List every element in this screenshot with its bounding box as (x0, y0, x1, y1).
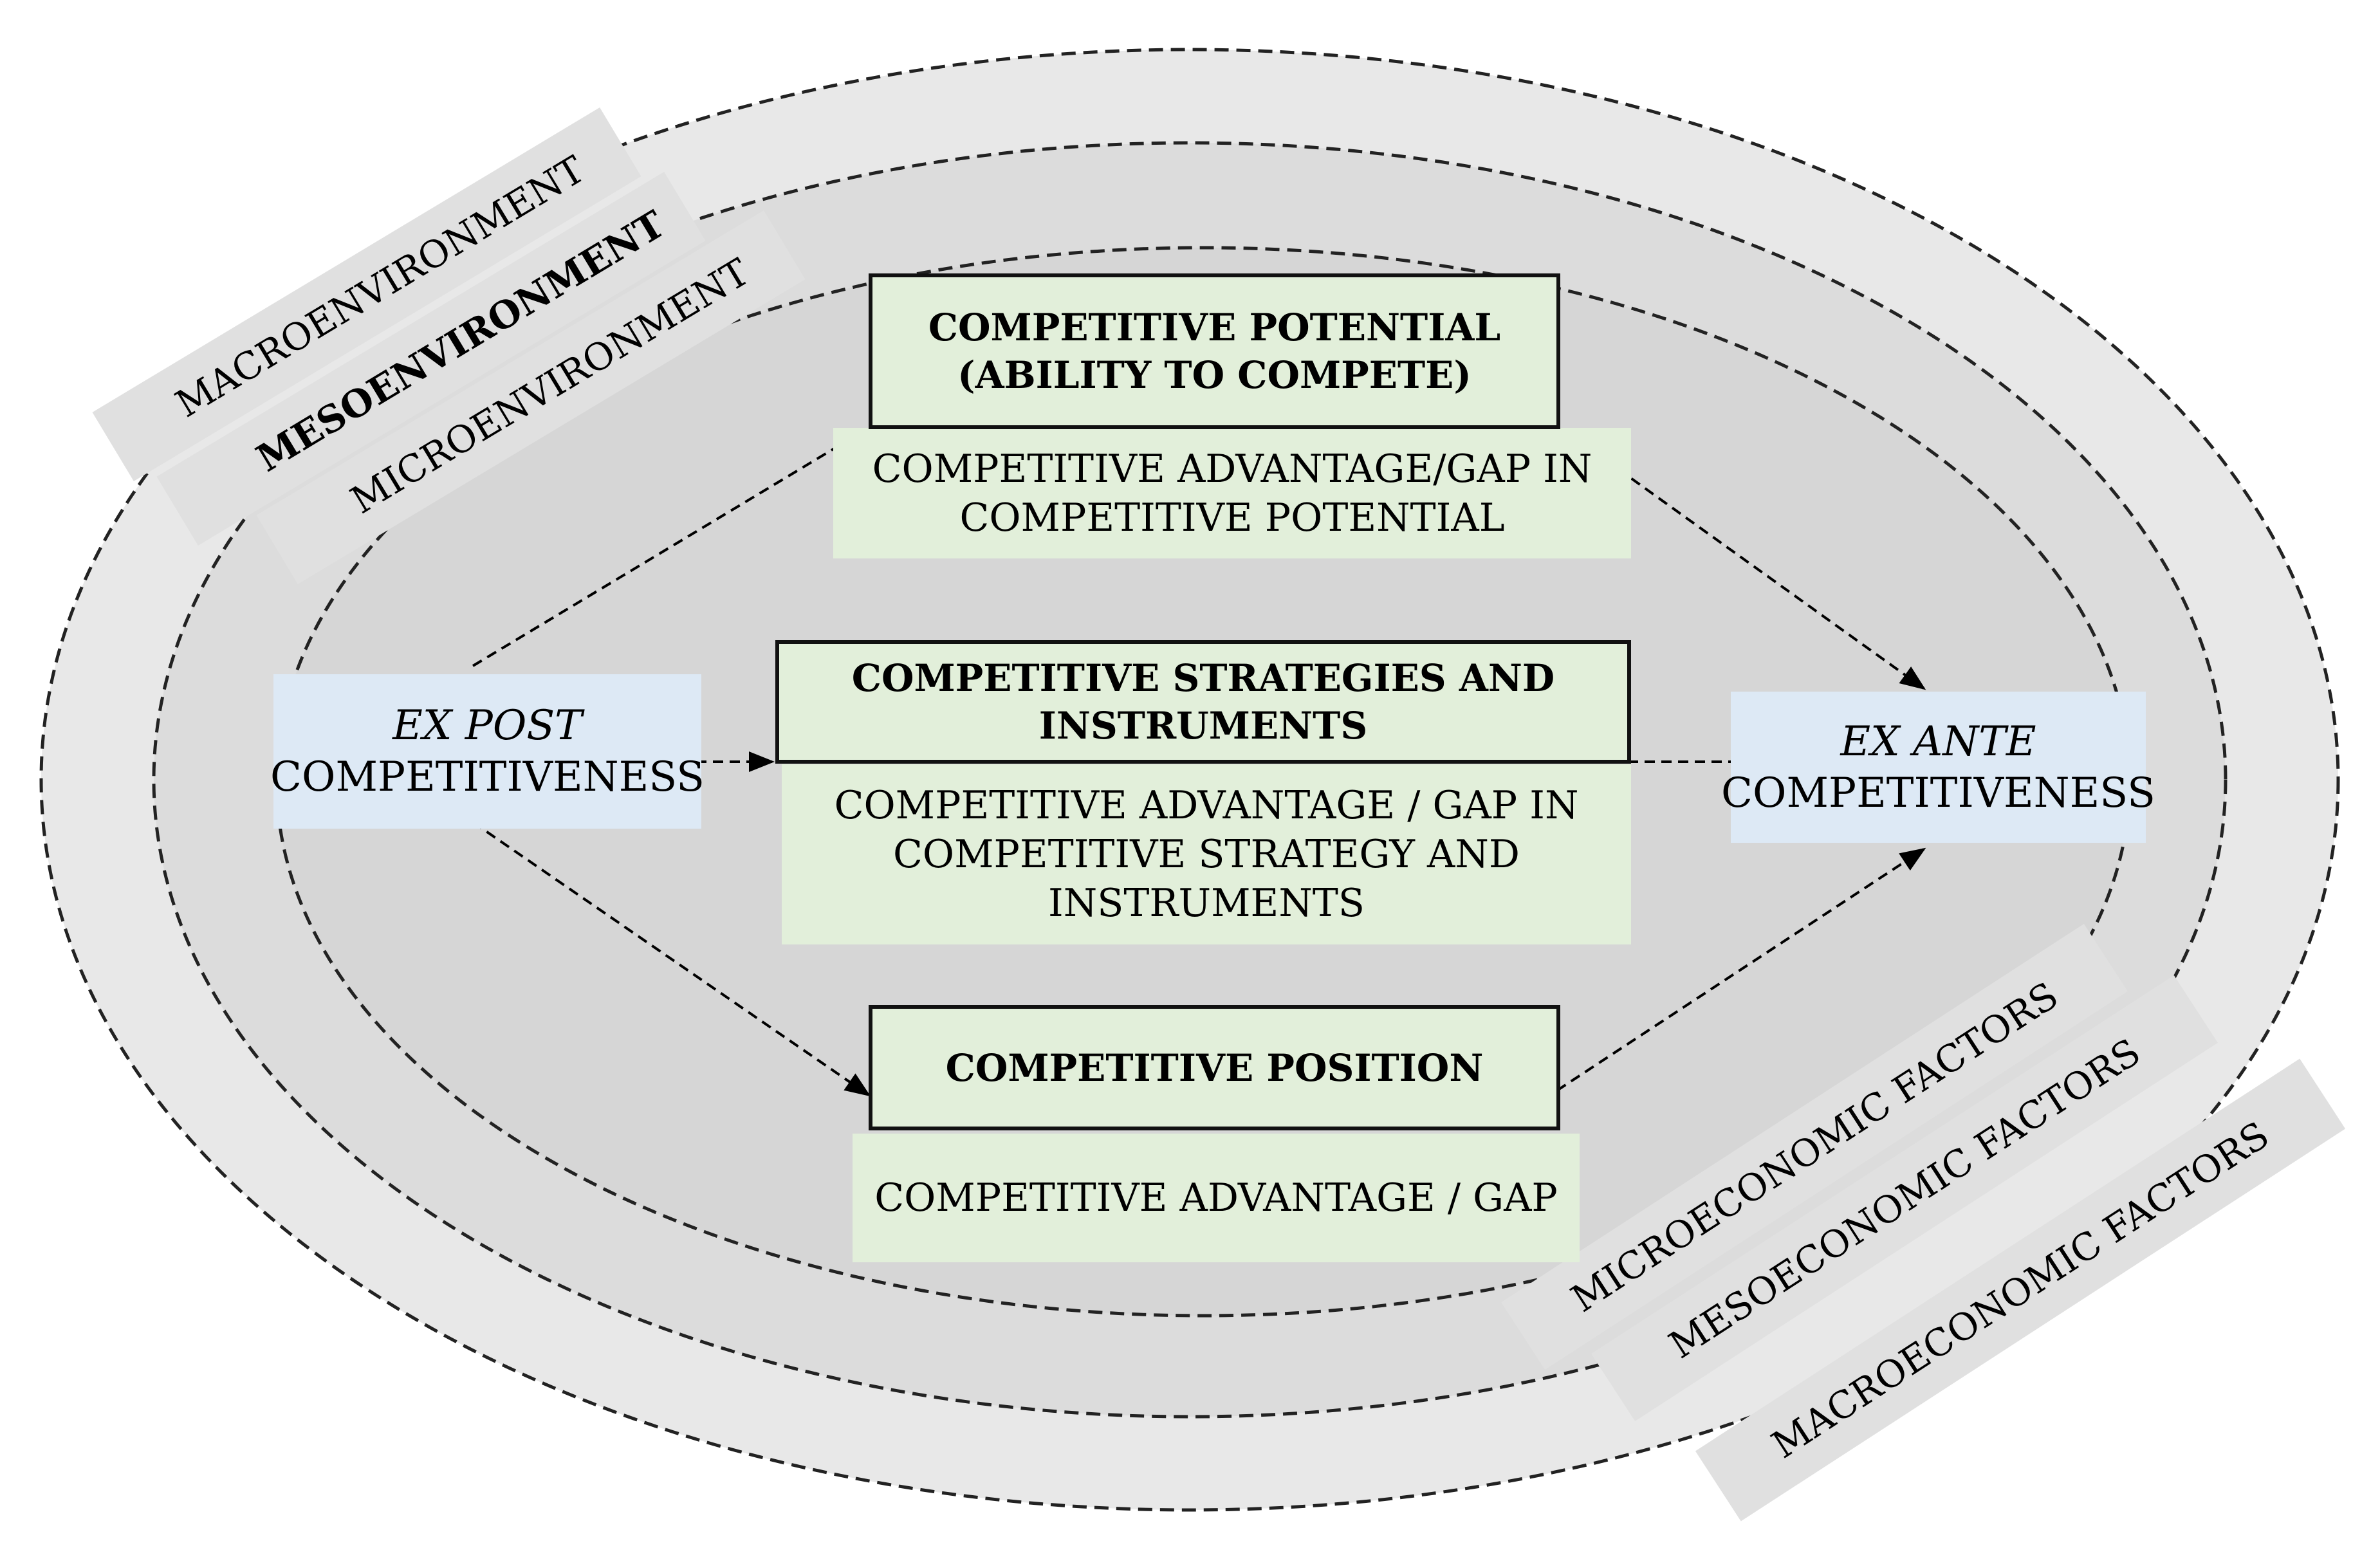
strategies-advantage-line3: INSTRUMENTS (1048, 881, 1365, 926)
ex-post-competitiveness-box: EX POST COMPETITIVENESS (270, 674, 705, 829)
competitive-strategies-title-line2: INSTRUMENTS (1038, 704, 1368, 748)
ex-ante-label: EX ANTE (1840, 717, 2036, 766)
ex-ante-competitiveness-label: COMPETITIVENESS (1721, 769, 2155, 817)
competitive-position-title: COMPETITIVE POSITION (945, 1045, 1484, 1090)
position-advantage-label: COMPETITIVE ADVANTAGE / GAP (874, 1175, 1558, 1220)
competitive-potential-box: COMPETITIVE POTENTIAL (ABILITY TO COMPET… (869, 273, 1560, 429)
ex-ante-competitiveness-box: EX ANTE COMPETITIVENESS (1721, 692, 2155, 843)
ex-post-label: EX POST (392, 702, 582, 750)
arrow-position-to-exante (1556, 847, 1926, 1092)
arrow-expost-to-potential (472, 428, 868, 667)
strategies-advantage-line1: COMPETITIVE ADVANTAGE / GAP IN (834, 783, 1579, 828)
competitive-strategies-box: COMPETITIVE STRATEGIES AND INSTRUMENTS (775, 640, 1631, 764)
competitive-potential-title-line1: COMPETITIVE POTENTIAL (928, 306, 1501, 349)
potential-advantage-box: COMPETITIVE ADVANTAGE/GAP IN COMPETITIVE… (833, 428, 1631, 558)
ex-post-competitiveness-label: COMPETITIVENESS (270, 753, 705, 801)
position-advantage-box: COMPETITIVE ADVANTAGE / GAP (853, 1134, 1580, 1262)
potential-advantage-line2: COMPETITIVE POTENTIAL (959, 495, 1505, 540)
competitive-position-box: COMPETITIVE POSITION (869, 1005, 1560, 1130)
strategies-advantage-box: COMPETITIVE ADVANTAGE / GAP IN COMPETITI… (782, 764, 1631, 944)
arrow-expost-to-position (472, 821, 871, 1097)
strategies-advantage-line2: COMPETITIVE STRATEGY AND (892, 832, 1520, 877)
potential-advantage-line1: COMPETITIVE ADVANTAGE/GAP IN (872, 446, 1592, 492)
competitive-potential-title-line2: (ABILITY TO COMPETE) (957, 353, 1471, 397)
competitive-strategies-title-line1: COMPETITIVE STRATEGIES AND (851, 656, 1555, 700)
